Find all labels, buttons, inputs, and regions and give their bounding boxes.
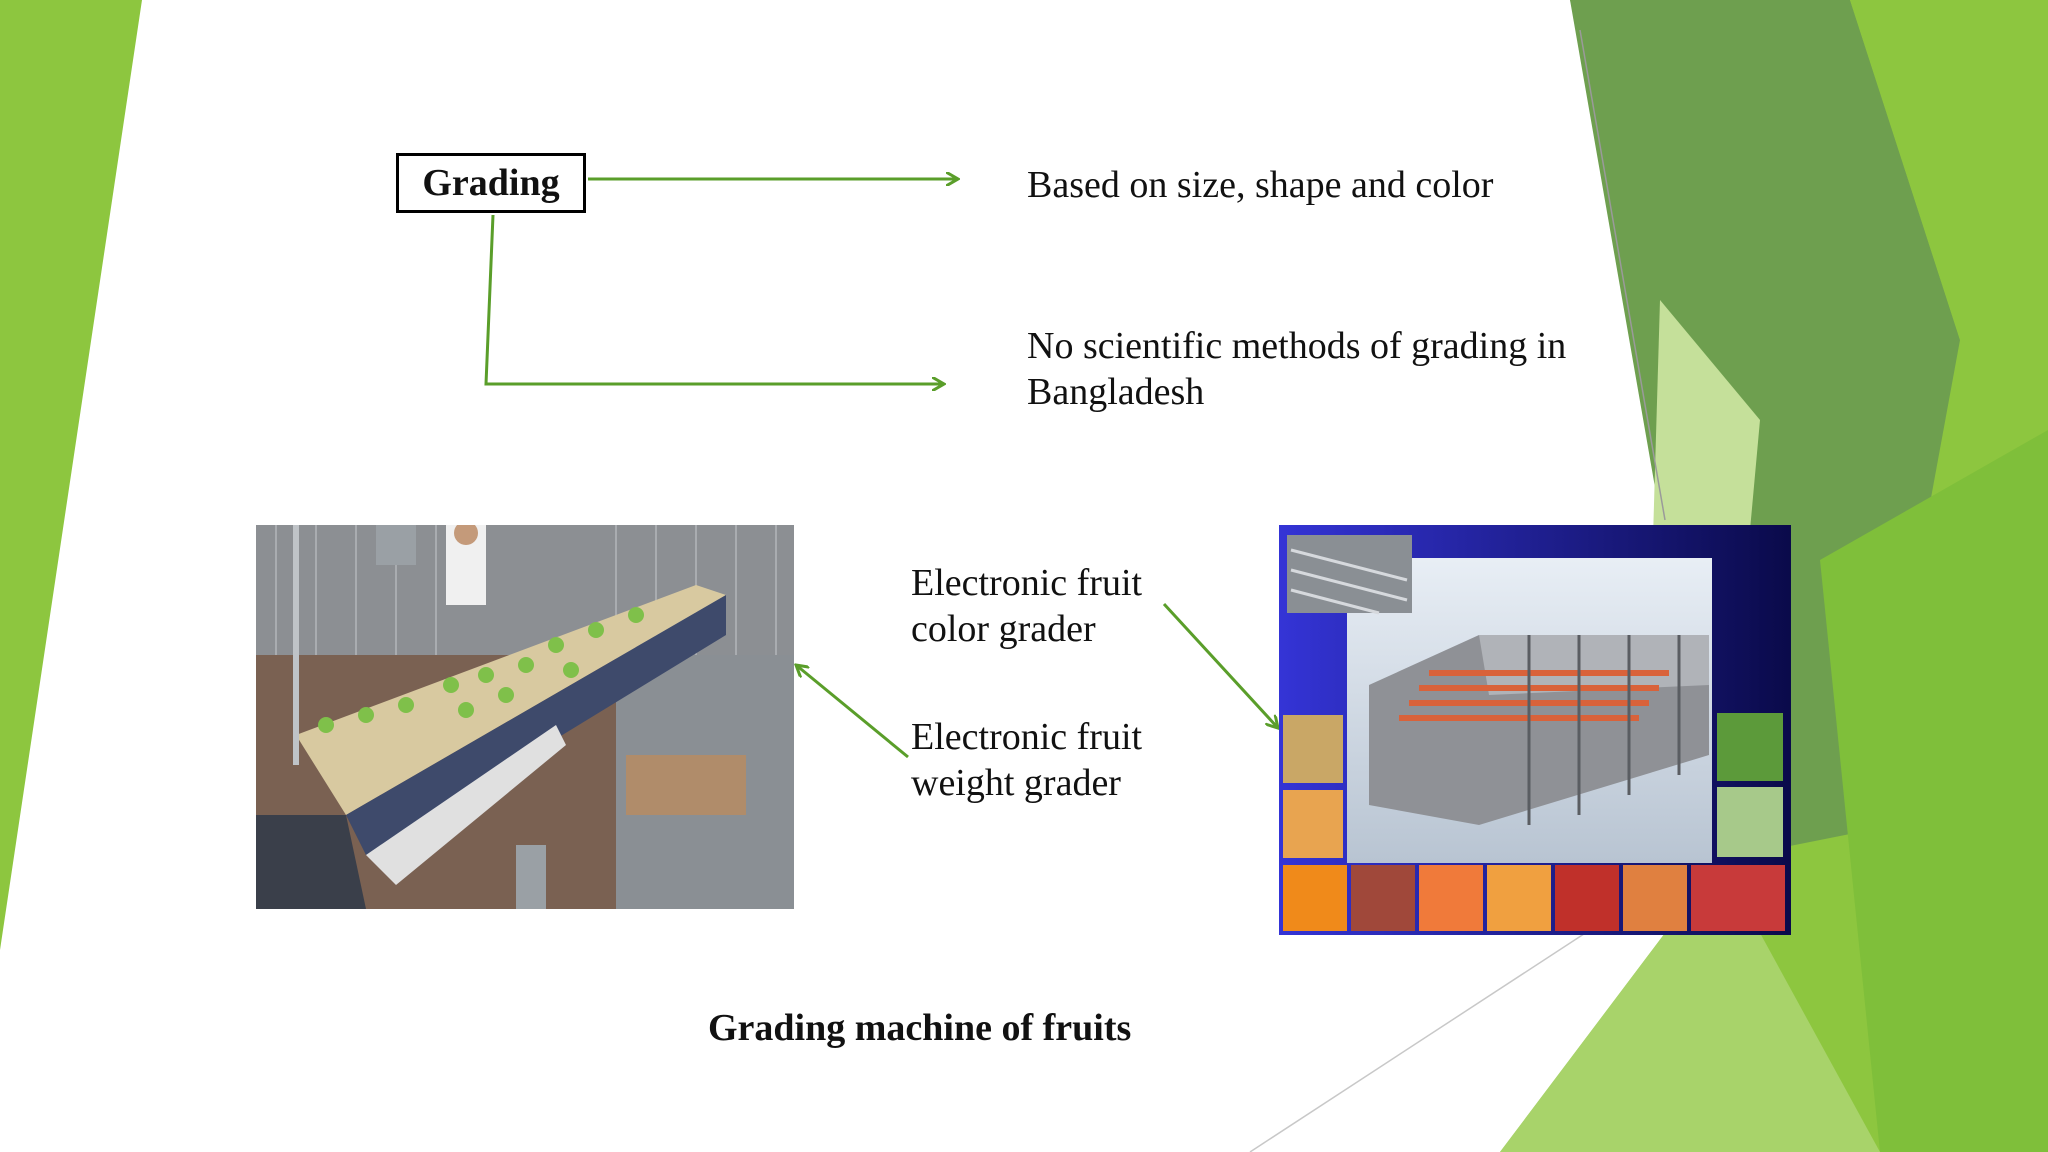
point-1-text: Based on size, shape and color [1027,164,1494,206]
right-lower-facet [1820,430,2048,1152]
arrow-to-point-2 [484,214,944,384]
weight-grader-label: Electronic fruit weight grader [911,714,1142,806]
arrow-to-left-photo [796,665,909,759]
weight-grader-line-2: weight grader [911,762,1121,804]
thin-diagonal-line-2 [1249,929,1591,1152]
grading-box: Grading [396,153,586,213]
grading-label: Grading [422,162,560,204]
point-2-line-1: No scientific methods of grading in [1027,325,1567,367]
weight-grader-line-1: Electronic fruit [911,716,1143,758]
color-grader-label: Electronic fruit color grader [911,560,1142,652]
conveyor-photo-illustration [256,525,794,909]
left-green-wedge [0,0,142,950]
point-2-line-2: Bangladesh [1027,371,1205,413]
bottom-light-facet [1500,860,1880,1152]
point-2-text: No scientific methods of grading in Bang… [1027,323,1566,415]
right-top-facet [1850,0,2048,340]
grader-machine-illustration [1279,525,1791,935]
color-grader-line-2: color grader [911,608,1096,650]
color-grader-line-1: Electronic fruit [911,562,1143,604]
arrow-to-right-photo [1162,602,1278,728]
slide-caption: Grading machine of fruits [708,1007,1132,1049]
thin-diagonal-line-1 [1579,29,1666,521]
left-grading-photo [256,525,794,909]
right-grader-photo [1279,525,1791,935]
